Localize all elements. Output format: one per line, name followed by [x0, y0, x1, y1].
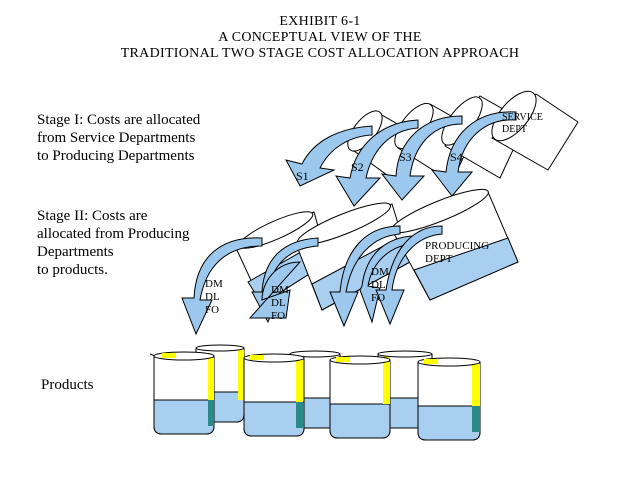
- service-dept-label-line-2: DEPT: [502, 124, 527, 135]
- cost-arrow-5: [359, 235, 413, 324]
- cost-label-group-1: DM DL FO: [205, 278, 223, 316]
- stage-2-line-4: to products.: [37, 262, 108, 278]
- cost-label-dm: DM: [271, 284, 289, 296]
- cost-label-group-3: DM DL FO: [371, 266, 389, 304]
- cost-arrow-3: [248, 261, 302, 319]
- cost-arrow-6: [375, 225, 443, 326]
- stage-1-line-3: to Producing Departments: [37, 148, 195, 164]
- producing-dept-label-line-2: DEPT: [425, 253, 453, 265]
- service-arrow-label-s2: S2: [351, 160, 364, 174]
- service-dept-label: SERVICE DEPT: [502, 112, 543, 135]
- stage-2-line-2: allocated from Producing: [37, 226, 190, 242]
- cost-label-fo: FO: [271, 310, 285, 322]
- service-arrow-label-s1: S1: [296, 169, 309, 183]
- stage-2-description: Stage II: Costs are allocated from Produ…: [37, 207, 189, 279]
- service-arrow-s3: [380, 115, 463, 201]
- service-arrow-labels: S1 S2 S3 S4: [296, 150, 463, 183]
- service-arrow-s4: [430, 111, 517, 197]
- stage-1-line-1: Stage I: Costs are allocated: [37, 112, 201, 128]
- cost-arrow-4: [329, 225, 401, 328]
- cost-arrow-1: [181, 237, 263, 336]
- stage-1-description: Stage I: Costs are allocated from Servic…: [37, 111, 200, 165]
- stage-1-line-2: from Service Departments: [37, 130, 196, 146]
- cost-arrow-labels: DM DL FO DM DL FO DM DL FO: [205, 266, 389, 322]
- cost-label-dm: DM: [371, 266, 389, 278]
- service-arrow-label-s4: S4: [450, 150, 463, 164]
- title-line-3: TRADITIONAL TWO STAGE COST ALLOCATION AP…: [120, 46, 520, 61]
- service-arrow-label-s3: S3: [399, 150, 412, 164]
- service-arrow-s2: [335, 119, 419, 207]
- product-beaker: [329, 355, 391, 439]
- product-beakers: [149, 344, 481, 441]
- service-arrows: [285, 111, 517, 207]
- product-beaker: [149, 351, 215, 435]
- producing-dept-label: PRODUCING DEPT: [425, 240, 489, 265]
- service-arrow-s1: [285, 125, 373, 187]
- cost-label-dl: DL: [371, 279, 386, 291]
- stage-2-line-3: Departments: [37, 244, 114, 260]
- cost-label-dm: DM: [205, 278, 223, 290]
- cost-arrows: [181, 225, 443, 336]
- cost-label-dl: DL: [205, 291, 220, 303]
- title-line-2: A CONCEPTUAL VIEW OF THE: [218, 30, 422, 45]
- cost-label-group-2: DM DL FO: [271, 284, 289, 322]
- product-beaker: [417, 357, 481, 441]
- products-label: Products: [41, 377, 94, 393]
- cost-label-fo: FO: [371, 292, 385, 304]
- cost-label-fo: FO: [205, 304, 219, 316]
- product-beaker: [243, 353, 305, 437]
- title-line-1: EXHIBIT 6-1: [279, 14, 361, 29]
- stage-2-line-1: Stage II: Costs are: [37, 208, 148, 224]
- cost-label-dl: DL: [271, 297, 286, 309]
- producing-dept-container: [391, 188, 519, 301]
- service-dept-label-line-1: SERVICE: [502, 112, 543, 123]
- producing-dept-label-line-1: PRODUCING: [425, 240, 489, 252]
